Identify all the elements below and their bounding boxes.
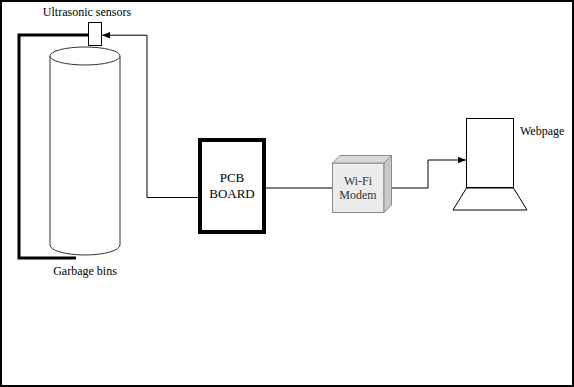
bin-body bbox=[50, 56, 120, 255]
monitor-outline bbox=[452, 118, 528, 212]
bin-outline bbox=[49, 46, 121, 256]
ultrasonic-sensor: Ultrasonic sensors bbox=[88, 22, 102, 46]
bin-lid bbox=[50, 47, 120, 65]
pcb-board-label: PCB BOARD bbox=[206, 170, 258, 202]
wifi-modem-label: Wi-Fi Modem bbox=[332, 174, 384, 202]
modem-face: Wi-Fi Modem bbox=[332, 163, 384, 213]
modem-side bbox=[384, 156, 392, 213]
webpage-monitor-label: Webpage bbox=[520, 124, 564, 138]
wifi-modem: Wi-Fi Modem bbox=[332, 155, 392, 213]
modem-front bbox=[333, 163, 385, 213]
pcb-board: PCB BOARD bbox=[198, 138, 266, 234]
ultrasonic-sensor-label: Ultrasonic sensors bbox=[43, 5, 131, 19]
monitor-screen bbox=[467, 119, 514, 188]
connector bbox=[392, 160, 466, 188]
modem-top bbox=[333, 156, 392, 164]
garbage-bin: Garbage bins bbox=[49, 46, 121, 256]
connector bbox=[266, 188, 332, 189]
garbage-bin-label: Garbage bins bbox=[53, 264, 117, 278]
monitor-base bbox=[453, 188, 527, 210]
webpage-monitor: Webpage bbox=[466, 118, 514, 188]
